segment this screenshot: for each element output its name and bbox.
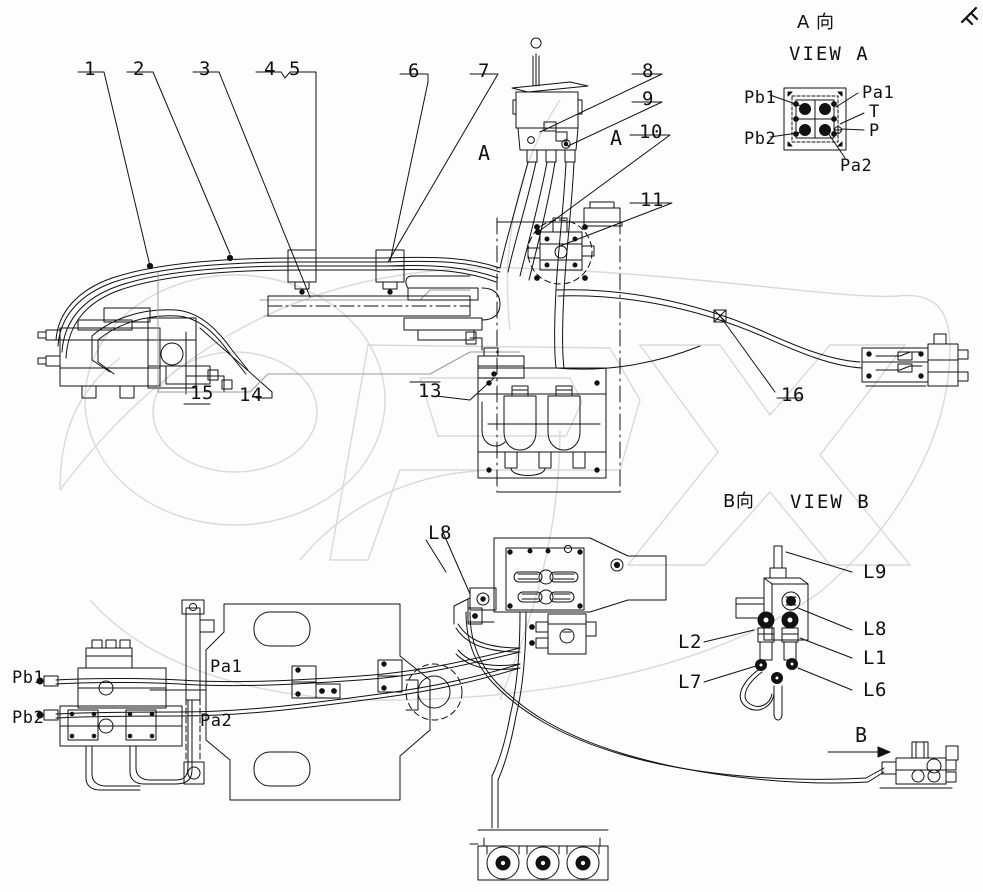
callout-16: 16: [781, 384, 805, 406]
hose-clamp-upper-a: [287, 249, 317, 295]
lower-port-pa2: Pa2: [200, 711, 233, 731]
callout-10: 10: [639, 121, 663, 143]
view-a-title-latin: VIEW A: [789, 43, 870, 65]
view-b-port-l2: L2: [678, 631, 702, 653]
lower-port-pa1: Pa1: [210, 657, 243, 677]
vertical-post-lower: [181, 599, 215, 785]
view-b-port-l8: L8: [863, 618, 887, 640]
view-b-port-l6: L6: [863, 679, 887, 701]
section-mark-a-right: A: [610, 126, 623, 150]
chassis-outline-lower: [149, 603, 431, 801]
view-b-port-l7: L7: [678, 671, 702, 693]
callout-1: 1: [84, 58, 96, 80]
view-a-detail: [769, 87, 865, 159]
lower-hose-fan: [455, 611, 869, 829]
callout-2: 2: [133, 58, 145, 80]
section-mark-b: B: [855, 723, 868, 747]
accumulator-bank: [465, 331, 607, 479]
right-hose-run: [555, 289, 863, 370]
pilot-valve-bank-lower: [36, 639, 521, 791]
l8-hinge-bracket: [425, 529, 497, 625]
section-box-edges: [496, 221, 621, 493]
lower-port-pb1: Pb1: [12, 668, 45, 688]
view-a-port-t: T: [869, 102, 880, 122]
callout-7: 7: [478, 60, 490, 82]
callout-leaders: [77, 71, 803, 405]
hose-clamp-upper-b: [375, 249, 405, 295]
section-mark-a-left: A: [478, 141, 491, 165]
bottom-cylinder-bank: [469, 829, 609, 881]
lower-port-pb2: Pb2: [12, 708, 45, 728]
callout-13: 13: [418, 380, 442, 402]
machine-frame-rails: [267, 275, 501, 341]
view-a-port-pb1: Pb1: [744, 88, 777, 108]
hose-clamp-lower-b: [377, 659, 403, 693]
view-a-title-cjk: A 向: [797, 12, 835, 33]
view-a-port-pa2: Pa2: [840, 156, 873, 176]
hose-bundle-upper-left: [55, 254, 501, 359]
callout-6: 6: [408, 60, 420, 82]
view-a-port-p: P: [869, 121, 880, 141]
view-a-port-pb2: Pb2: [744, 129, 777, 149]
joystick-pilot-valve: [511, 37, 589, 163]
callout-11: 11: [640, 189, 664, 211]
pivot-hub-lower: [405, 663, 463, 721]
electrical-box-lower: [467, 537, 667, 655]
callout-8: 8: [642, 60, 654, 82]
callout-5: 5: [289, 58, 301, 80]
corner-mark: [960, 6, 979, 26]
view-a-port-pa1: Pa1: [862, 83, 895, 103]
callout-9: 9: [642, 88, 654, 110]
callout-3: 3: [199, 58, 211, 80]
aux-valve-lower-right: [827, 741, 959, 789]
center-manifold: [527, 201, 623, 285]
view-b-port-l9: L9: [863, 561, 887, 583]
view-b-port-l1: L1: [863, 647, 887, 669]
remote-valve-right: [861, 333, 969, 387]
callout-4: 4: [264, 58, 276, 80]
lower-label-l8: L8: [428, 522, 452, 544]
joystick-hoses: [499, 161, 575, 369]
view-b-detail: [703, 545, 853, 721]
main-control-valve: [37, 307, 249, 399]
hose-clamp-lower-a: [291, 665, 341, 699]
callout-14: 14: [239, 384, 263, 406]
view-b-title-latin: VIEW B: [790, 491, 871, 513]
view-b-title-cjk: B向: [723, 491, 755, 512]
callout-15: 15: [190, 382, 214, 404]
